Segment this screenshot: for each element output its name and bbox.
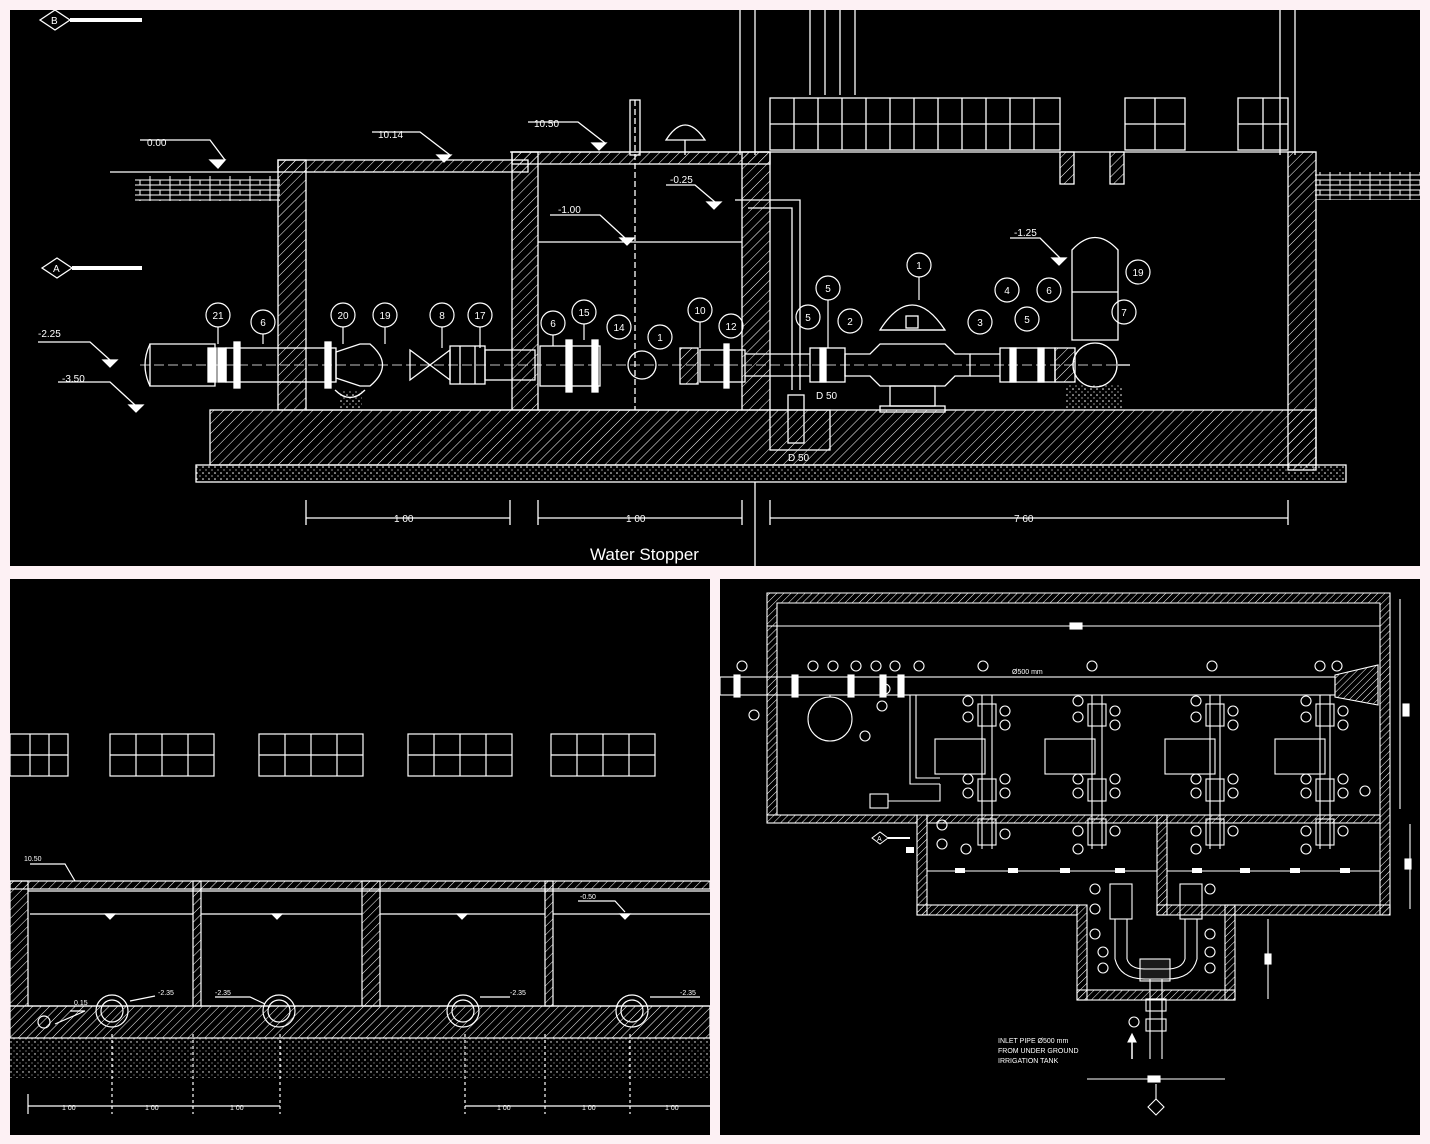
- long-section-panel: 10.50 -0.50 -2.35 -2.35 -2.35 -2.35 0.15…: [10, 579, 710, 1135]
- inlet-note-line-1: INLET PIPE Ø500 mm: [998, 1038, 1068, 1045]
- level-small: 0.15: [74, 1000, 88, 1007]
- pipeline-section: [140, 99, 1130, 451]
- dimension-pump-room: 7 60: [1014, 514, 1034, 525]
- dimension-chamber-1: 1 00: [394, 514, 414, 525]
- pump-train-4: [1274, 695, 1335, 849]
- grid-marker-b-label: B: [51, 16, 58, 27]
- label-d50-a: D 50: [816, 391, 838, 402]
- balloon-12: 12: [725, 322, 737, 333]
- level-upper: -0.25: [670, 175, 693, 186]
- balloon-numbers: 21 6 20 19 8 17 6 15 14 1 10 12 5 5 2 1 …: [212, 261, 1144, 344]
- level-pipe-b: -2.35: [215, 990, 231, 997]
- plan-walls: [766, 592, 1391, 1001]
- level-left-roof: 10.14: [378, 130, 403, 141]
- balloon-1b: 1: [916, 261, 922, 272]
- level-right-roof: 10.50: [534, 119, 559, 130]
- balloon-2: 2: [847, 317, 853, 328]
- windows-row: [10, 733, 656, 777]
- level-markers: [38, 121, 1068, 413]
- balloon-3: 3: [977, 318, 983, 329]
- long-section-drawing: 10.50 -0.50 -2.35 -2.35 -2.35 -2.35 0.15…: [10, 733, 710, 1114]
- plan-view-panel: A Ø500 mm INLET PIPE Ø500 mm FROM UNDER …: [720, 579, 1420, 1135]
- drawing-title: Water Stopper: [590, 545, 699, 564]
- level-pipe-top: -2.25: [38, 329, 61, 340]
- balloon-4: 4: [1004, 286, 1010, 297]
- level-pipe-c: -2.35: [510, 990, 526, 997]
- level-pipe-bottom: -3.50: [62, 374, 85, 385]
- level-ground: 0.00: [147, 138, 167, 149]
- section-view-drawing: 21 6 20 19 8 17 6 15 14 1 10 12 5 5 2 1 …: [38, 10, 1420, 566]
- pipe-openings: [37, 994, 649, 1029]
- balloon-15: 15: [578, 308, 590, 319]
- building-windows: [769, 97, 1289, 151]
- dimension-3: 1 00: [230, 1105, 244, 1112]
- structure-walls: [195, 151, 1347, 483]
- section-view-panel: 21 6 20 19 8 17 6 15 14 1 10 12 5 5 2 1 …: [10, 10, 1420, 566]
- plan-grid-marker: A: [871, 831, 910, 845]
- balloon-6b: 6: [550, 319, 556, 330]
- soil-left: [135, 176, 280, 201]
- balloon-6c: 6: [1046, 286, 1052, 297]
- balloon-20: 20: [337, 311, 349, 322]
- balloon-5a: 5: [825, 284, 831, 295]
- inlet-manifold: [1109, 883, 1203, 1059]
- plan-ticks: [906, 847, 1350, 873]
- plan-grid-marker-label: A: [877, 836, 882, 843]
- balloon-19: 19: [379, 311, 391, 322]
- pump-train-2: [1044, 695, 1107, 849]
- label-d50-b: D 50: [788, 453, 810, 464]
- dimension-5: 1 00: [582, 1105, 596, 1112]
- balloon-8: 8: [439, 311, 445, 322]
- level-water: -1.00: [558, 205, 581, 216]
- grid-marker-a-label: A: [53, 264, 60, 275]
- dimension-chamber-2: 1 00: [626, 514, 646, 525]
- soil-right: [1315, 172, 1420, 200]
- tank-structure: [10, 880, 710, 1078]
- level-pipe-a: -2.35: [158, 990, 174, 997]
- dimension-6: 1 00: [665, 1105, 679, 1112]
- grid-marker-b: [38, 10, 142, 31]
- grid-marker-a: [40, 257, 142, 279]
- balloon-6: 6: [260, 318, 266, 329]
- balloon-19b: 19: [1132, 268, 1144, 279]
- dimension-lines: [305, 482, 1289, 566]
- dimension-lines: [27, 1034, 710, 1114]
- level-pump: -1.25: [1014, 228, 1037, 239]
- pump-train-3: [1164, 695, 1225, 849]
- balloon-5b: 5: [805, 313, 811, 324]
- item-balloons: [205, 252, 1151, 350]
- pump-train-1: [934, 695, 997, 849]
- balloon-7: 7: [1121, 308, 1127, 319]
- balloon-17: 17: [474, 311, 486, 322]
- level-water: -0.50: [580, 894, 596, 901]
- balloon-5c: 5: [1024, 315, 1030, 326]
- level-pipe-d: -2.35: [680, 990, 696, 997]
- balloon-14: 14: [613, 323, 625, 334]
- plan-view-drawing: A Ø500 mm INLET PIPE Ø500 mm FROM UNDER …: [720, 592, 1412, 1116]
- balloon-10: 10: [694, 306, 706, 317]
- header-pipe-label: Ø500 mm: [1012, 669, 1043, 676]
- dimension-1: 1 00: [62, 1105, 76, 1112]
- balloon-21: 21: [212, 311, 224, 322]
- inlet-note-line-2: FROM UNDER GROUND: [998, 1048, 1079, 1055]
- header-pipe: [720, 664, 1379, 809]
- balloon-1a: 1: [657, 333, 663, 344]
- dimension-4: 1 00: [497, 1105, 511, 1112]
- inlet-note-line-3: IRRIGATION TANK: [998, 1058, 1059, 1065]
- dimension-2: 1 00: [145, 1105, 159, 1112]
- plan-balloons: [736, 660, 1371, 1028]
- plan-dimensions: [767, 599, 1412, 1116]
- level-roof: 10.50: [24, 856, 42, 863]
